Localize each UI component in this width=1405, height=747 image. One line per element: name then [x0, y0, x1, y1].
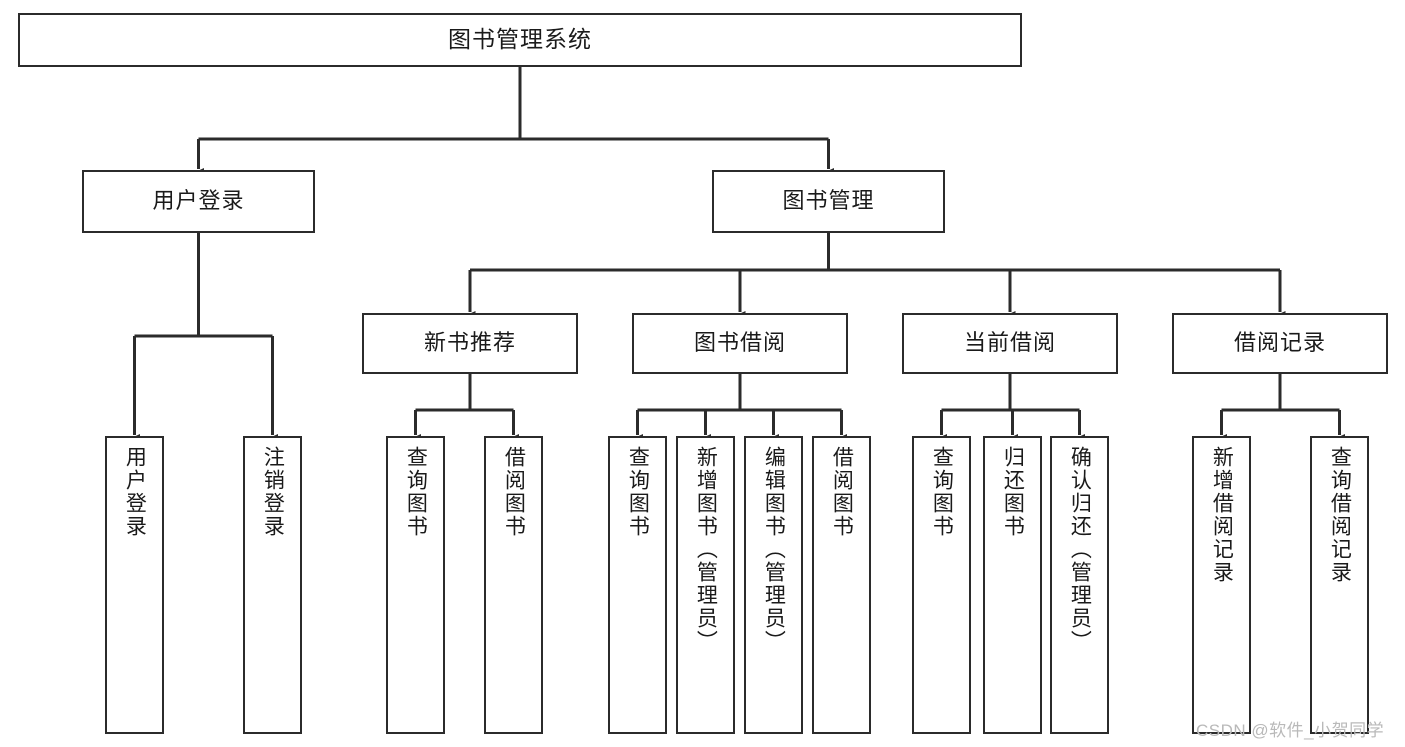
node-label: 查询图书 [626, 446, 650, 538]
node-user-login[interactable]: 用户登录 [82, 170, 315, 233]
node-label: 归还图书 [1001, 446, 1025, 538]
node-leaf-borrow-query[interactable]: 查询图书 [608, 436, 667, 734]
node-label: 图书管理 [782, 188, 875, 214]
node-leaf-rec-query[interactable]: 查询图书 [386, 436, 445, 734]
node-label: 用户登录 [123, 446, 147, 538]
node-book-manage[interactable]: 图书管理 [712, 170, 945, 233]
node-leaf-user-login[interactable]: 用户登录 [105, 436, 164, 734]
node-leaf-borrow-add[interactable]: 新增图书（管理员） [676, 436, 735, 734]
node-leaf-borrow-edit[interactable]: 编辑图书（管理员） [744, 436, 803, 734]
node-borrow-record[interactable]: 借阅记录 [1172, 313, 1388, 374]
node-label: 新书推荐 [423, 330, 516, 356]
node-leaf-cur-return[interactable]: 归还图书 [983, 436, 1042, 734]
node-label: 图书管理系统 [448, 26, 592, 53]
node-leaf-cur-query[interactable]: 查询图书 [912, 436, 971, 734]
node-label: 借阅图书 [502, 446, 526, 538]
node-current-borrow[interactable]: 当前借阅 [902, 313, 1118, 374]
node-root[interactable]: 图书管理系统 [18, 13, 1022, 67]
node-label: 借阅记录 [1233, 330, 1326, 356]
node-label: 图书借阅 [693, 330, 786, 356]
node-label: 查询图书 [404, 446, 428, 538]
node-leaf-borrow-lend[interactable]: 借阅图书 [812, 436, 871, 734]
node-label: 用户登录 [152, 188, 245, 214]
node-leaf-logout[interactable]: 注销登录 [243, 436, 302, 734]
node-label: 新增借阅记录 [1210, 446, 1234, 584]
node-leaf-rec-borrow[interactable]: 借阅图书 [484, 436, 543, 734]
node-book-borrow[interactable]: 图书借阅 [632, 313, 848, 374]
node-label: 当前借阅 [963, 330, 1056, 356]
node-label: 编辑图书（管理员） [762, 446, 786, 653]
node-label: 新增图书（管理员） [694, 446, 718, 653]
node-leaf-cur-confirm[interactable]: 确认归还（管理员） [1050, 436, 1109, 734]
node-label: 注销登录 [261, 446, 285, 538]
node-new-book-rec[interactable]: 新书推荐 [362, 313, 578, 374]
node-leaf-rec-search[interactable]: 查询借阅记录 [1310, 436, 1369, 734]
node-leaf-rec-add[interactable]: 新增借阅记录 [1192, 436, 1251, 734]
node-label: 借阅图书 [830, 446, 854, 538]
node-label: 查询图书 [930, 446, 954, 538]
node-label: 查询借阅记录 [1328, 446, 1352, 584]
node-label: 确认归还（管理员） [1068, 446, 1092, 653]
